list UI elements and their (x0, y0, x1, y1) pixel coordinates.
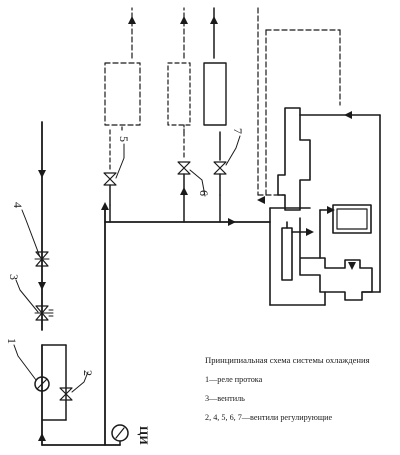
branch-5 (103, 7, 141, 223)
regulating-valve-4 (21, 209, 50, 267)
callout-5: 5 (117, 136, 131, 142)
main-riser (101, 202, 271, 446)
legend-item-valve: 3—вентиль (205, 394, 245, 403)
callout-2: 2 (81, 370, 95, 376)
flow-relay-1 (13, 344, 50, 392)
callout-6: 6 (197, 190, 211, 196)
legend-item-flow-relay: 1—реле протока (205, 375, 263, 384)
callout-3: 3 (7, 274, 21, 280)
supply-line (38, 121, 121, 446)
gauge-label: ЦИ (137, 426, 151, 445)
legend-title: Принципиальная схема системы охлаждения (205, 355, 370, 365)
callout-4: 4 (11, 202, 25, 208)
valve-3 (15, 279, 54, 321)
bypass-line (41, 344, 89, 421)
callout-1: 1 (5, 338, 19, 344)
cooled-unit (257, 7, 381, 306)
pressure-gauge (111, 424, 129, 446)
branch-7 (203, 7, 241, 223)
callout-7: 7 (231, 128, 245, 134)
legend: Принципиальная схема системы охлаждения … (205, 355, 395, 432)
legend-item-regulating-valves: 2, 4, 5, 6, 7—вентили регулирующие (205, 413, 333, 422)
branch-6 (167, 7, 206, 223)
